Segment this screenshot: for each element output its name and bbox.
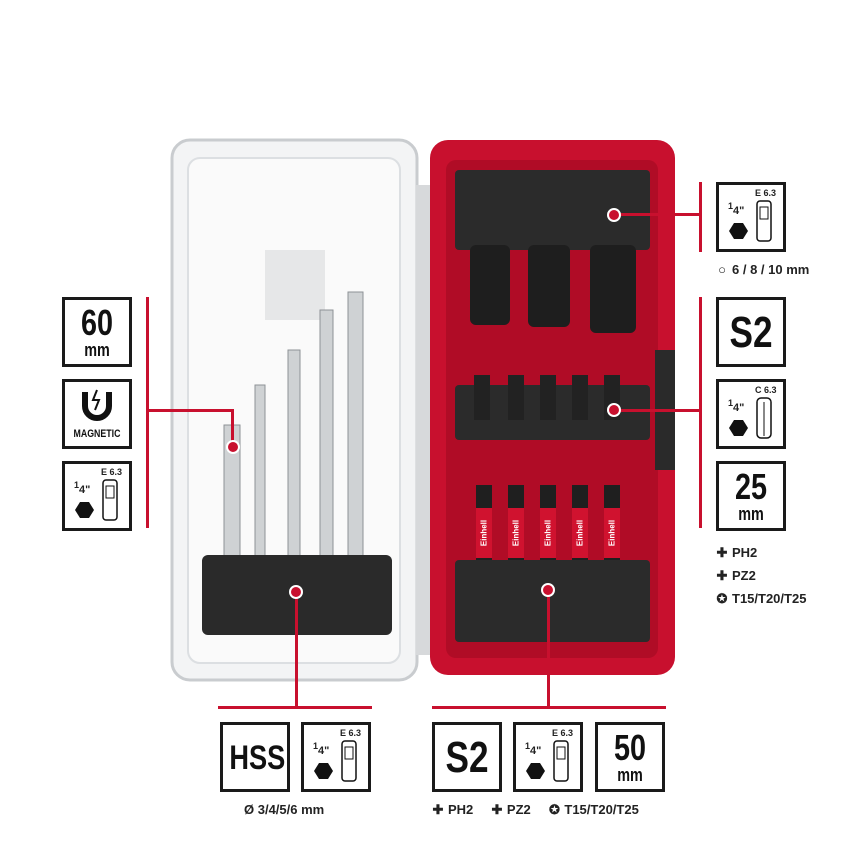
brand-text: Einhell (543, 519, 553, 547)
bit-type-item: ✚PZ2 (491, 802, 531, 817)
torx-icon: ✪ (548, 802, 560, 817)
hex-shank-icon (729, 397, 772, 439)
connector-right-top (699, 182, 702, 252)
phillips-icon: ✚ (432, 802, 444, 817)
length-badge-25mm: 25 mm (716, 461, 786, 531)
nut-drivers (470, 245, 636, 333)
brand-text: Einhell (607, 519, 617, 547)
material-badge-s2: S2 (432, 722, 502, 792)
length-badge-60mm: 60 mm (62, 297, 132, 367)
bit-type-item: ✪T15/T20/T25 (716, 587, 807, 610)
hex-shank-icon (729, 200, 772, 242)
circle-icon: ○ (718, 262, 726, 277)
shank-badge: E 6.3 1 4" (716, 182, 786, 252)
bit-type-item: ✚PH2 (432, 802, 474, 817)
brand-text: Einhell (511, 519, 521, 547)
hex-shank-icon (314, 740, 357, 782)
bit-type-item: ✪T15/T20/T25 (548, 802, 639, 817)
brand-text: Einhell (479, 519, 489, 547)
hex-shank-icon (75, 479, 118, 521)
brand-text: Einhell (575, 519, 585, 547)
length-badge-50mm: 50 mm (595, 722, 665, 792)
pozidriv-icon: ✚ (491, 802, 503, 817)
bit-brand-label: Einhell (508, 508, 524, 558)
material-badge-hss: HSS (220, 722, 290, 792)
hex-shank-icon (526, 740, 569, 782)
magnetic-badge: MAGNETIC (62, 379, 132, 449)
connector-left (146, 297, 149, 528)
bit-type-item: ✚PZ2 (716, 564, 806, 587)
pozidriv-icon: ✚ (716, 568, 728, 583)
drill-bits (223, 291, 364, 566)
bit-brand-label: Einhell (572, 508, 588, 558)
bit-types-list: ✚PH2 ✚PZ2 ✪T15/T20/T25 (716, 541, 807, 610)
bit-types-row: ✚PH2 ✚PZ2 ✪T15/T20/T25 (432, 802, 639, 818)
callout-dot (226, 440, 240, 454)
material-badge-s2: S2 (716, 297, 786, 367)
bit-brand-label: Einhell (540, 508, 556, 558)
bit-type-item: ✚PH2 (716, 541, 806, 564)
shank-badge: C 6.3 1 4" (716, 379, 786, 449)
phillips-icon: ✚ (716, 545, 728, 560)
nut-driver-sizes: ○6 / 8 / 10 mm (716, 262, 809, 277)
drill-sizes: Ø 3/4/5/6 mm (244, 802, 325, 817)
connector-right-mid (699, 297, 702, 528)
torx-icon: ✪ (716, 591, 728, 606)
shank-badge: E 6.3 1 4" (62, 461, 132, 531)
magnet-icon (82, 389, 112, 421)
bit-brand-label: Einhell (604, 508, 620, 558)
shank-badge: E 6.3 1 4" (301, 722, 371, 792)
shank-badge: E 6.3 1 4" (513, 722, 583, 792)
bit-brand-label: Einhell (476, 508, 492, 558)
